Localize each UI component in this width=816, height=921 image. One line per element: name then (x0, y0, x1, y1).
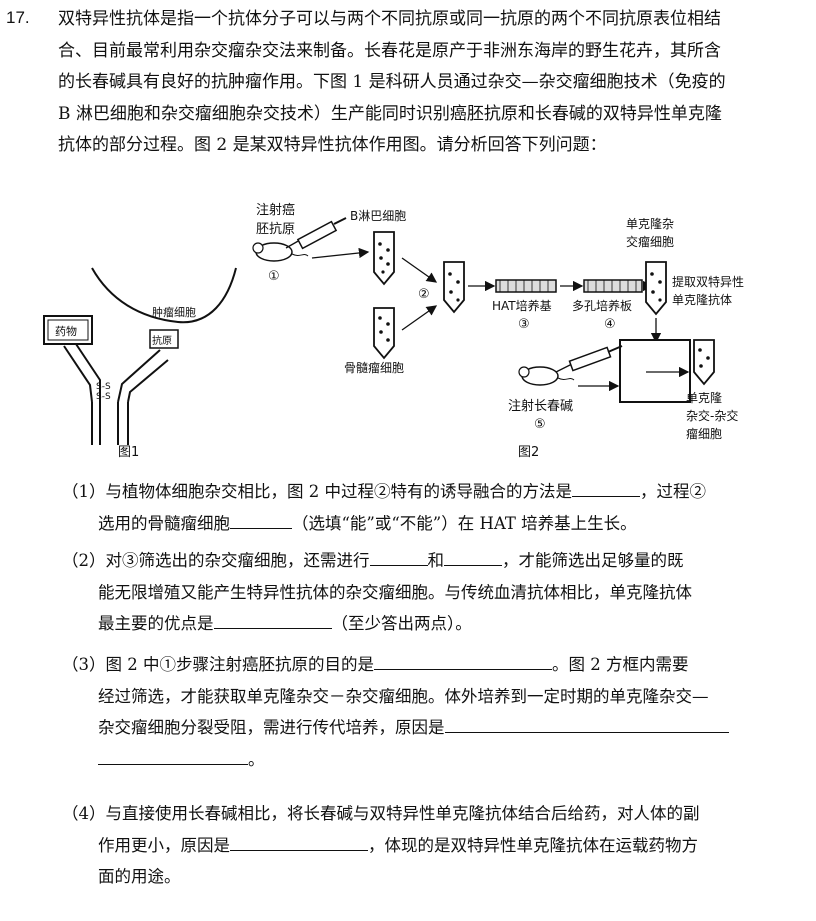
sub-question-3: （3）图 2 中①步骤注射癌胚抗原的目的是 。图 2 方框内需要 经过筛选，才能获… (62, 649, 786, 775)
figure-2-caption: 图2 (518, 445, 539, 460)
extract-label: 提取双特异性 (672, 274, 744, 289)
q2-text: （至少答出两点）。 (331, 614, 472, 633)
intro-line: 双特异性抗体是指一个抗体分子可以与两个不同抗原或同一抗原的两个不同抗原表位相结 (58, 9, 721, 29)
disulfide-bond: S-S (96, 382, 111, 392)
answer-blank[interactable] (572, 476, 640, 497)
antibody-left-arm (63, 345, 93, 403)
b-cell-tube (373, 231, 395, 286)
q1-text: （选填“能”或“不能”）在 HAT 培养基上生长。 (292, 513, 637, 533)
figure-area: 肿瘤细胞 抗原 药物 S-S S-S 图1 注射癌 胚抗原 (43, 202, 744, 460)
myeloma-label: 骨髓瘤细胞 (344, 360, 404, 375)
drug-box (43, 315, 93, 345)
inject-antigen-label: 胚抗原 (256, 222, 295, 237)
multiwell-plate (583, 279, 643, 293)
drug-label: 药物 (55, 324, 77, 338)
answer-blank[interactable] (230, 830, 368, 851)
intro-line: B 淋巴细胞和杂交瘤细胞杂交技术）生产能同时识别癌胚抗原和长春碱的双特异性单克隆 (58, 103, 722, 124)
syringe-icon (285, 217, 347, 250)
sub-question-2: （2）对③筛选出的杂交瘤细胞，还需进行 和 ，才能筛选出足够量的既 能无限增殖又能产… (62, 545, 786, 640)
intro-line: 合、目前最常利用杂交瘤杂交法来制备。长春花是原产于非洲东海岸的野生花卉，其所含 (58, 40, 721, 61)
antigen-box (149, 329, 179, 349)
inject-antigen-label: 注射癌 (256, 202, 295, 218)
question-intro: 双特异性抗体是指一个抗体分子可以与两个不同抗原或同一抗原的两个不同抗原表位相结 … (58, 4, 798, 162)
q2-text: （2）对③筛选出的杂交瘤细胞，还需进行 (62, 551, 370, 570)
mouse-icon (518, 366, 575, 386)
mono-hybridoma-label: 单克隆杂 (626, 216, 674, 231)
b-cell-label: B淋巴细胞 (350, 209, 406, 223)
selection-box (619, 339, 691, 403)
inject-vinca-label: 注射长春碱 (508, 398, 573, 414)
mono-hybridoma-label: 交瘤细胞 (626, 234, 674, 249)
q1-text: 选用的骨髓瘤细胞 (98, 513, 230, 533)
q3-text: 经过筛选，才能获取单克隆杂交－杂交瘤细胞。体外培养到一定时期的单克隆杂交— (98, 686, 709, 706)
tumor-cell-label: 肿瘤细胞 (152, 305, 196, 319)
disulfide-bond: S-S (96, 392, 111, 402)
sub-question-4: （4）与直接使用长春碱相比，将长春碱与双特异性单克隆抗体结合后给药，对人体的副 … (62, 798, 786, 893)
syringe-icon (555, 345, 623, 373)
step-4: ④ (604, 317, 616, 332)
q3-text: （3）图 2 中①步骤注射癌胚抗原的目的是 (62, 655, 374, 674)
tumor-cell-membrane (91, 267, 237, 324)
figure-1: 肿瘤细胞 抗原 药物 S-S S-S 图1 (43, 267, 237, 460)
mouse-icon (252, 242, 309, 262)
q3-text: 杂交瘤细胞分裂受阻，需进行传代培养，原因是 (98, 718, 445, 737)
intro-line: 的长春碱具有良好的抗肿瘤作用。下图 1 是科研人员通过杂交—杂交瘤细胞技术（免疫… (58, 72, 726, 92)
step-5: ⑤ (534, 417, 546, 432)
answer-blank[interactable] (444, 545, 502, 566)
q3-text: 。图 2 方框内需要 (552, 655, 689, 674)
q2-text: 能无限增殖又能产生特异性抗体的杂交瘤细胞。与传统血清抗体相比，单克隆抗体 (98, 582, 692, 602)
q4-text: ，体现的是双特异性单克隆抗体在运载药物方 (368, 835, 698, 855)
answer-blank[interactable] (374, 649, 552, 670)
step-1: ① (268, 269, 280, 284)
result-label: 瘤细胞 (686, 426, 722, 441)
mono-hybridoma-tube (645, 261, 667, 316)
q3-text: 。 (248, 749, 265, 769)
q2-text: 最主要的优点是 (98, 614, 214, 633)
hat-medium-label: HAT培养基 (492, 298, 552, 313)
multiwell-label: 多孔培养板 (572, 298, 632, 313)
q1-text: ，过程② (640, 482, 706, 501)
result-label: 杂交-杂交 (686, 408, 738, 423)
answer-blank[interactable] (230, 508, 292, 529)
step-3: ③ (518, 317, 530, 332)
result-tube (693, 339, 715, 386)
answer-blank[interactable] (98, 744, 248, 765)
hat-plate (495, 279, 557, 293)
question-number: 17. (6, 8, 30, 27)
figure-1-caption: 图1 (118, 445, 139, 460)
antigen-label: 抗原 (152, 334, 172, 347)
antibody-right-arm (117, 349, 161, 403)
intro-line: 抗体的部分过程。图 2 是某双特异性抗体作用图。请分析回答下列问题： (58, 135, 607, 155)
figure-2: 注射癌 胚抗原 ① B淋巴细胞 骨髓瘤细胞 (252, 202, 744, 460)
antibody-stem (91, 402, 129, 445)
sub-question-1: （1）与植物体细胞杂交相比，图 2 中过程②特有的诱导融合的方法是 ，过程② 选用… (62, 476, 786, 539)
q4-text: 作用更小，原因是 (98, 835, 230, 855)
extract-label: 单克隆抗体 (672, 292, 732, 307)
q4-text: （4）与直接使用长春碱相比，将长春碱与双特异性单克隆抗体结合后给药，对人体的副 (62, 804, 700, 823)
q1-text: （1）与植物体细胞杂交相比，图 2 中过程②特有的诱导融合的方法是 (62, 482, 572, 501)
myeloma-tube (373, 307, 395, 360)
q2-text: ，才能筛选出足够量的既 (502, 551, 684, 570)
q2-text: 和 (427, 551, 445, 570)
answer-blank[interactable] (444, 712, 729, 733)
step-2: ② (418, 287, 430, 302)
arrow (401, 257, 438, 283)
answer-blank[interactable] (369, 545, 428, 566)
result-label: 单克隆 (686, 390, 722, 405)
arrow (311, 247, 370, 259)
fusion-tube (443, 261, 465, 314)
arrow (401, 305, 438, 331)
q4-text: 面的用途。 (98, 867, 181, 886)
answer-blank[interactable] (213, 608, 332, 629)
